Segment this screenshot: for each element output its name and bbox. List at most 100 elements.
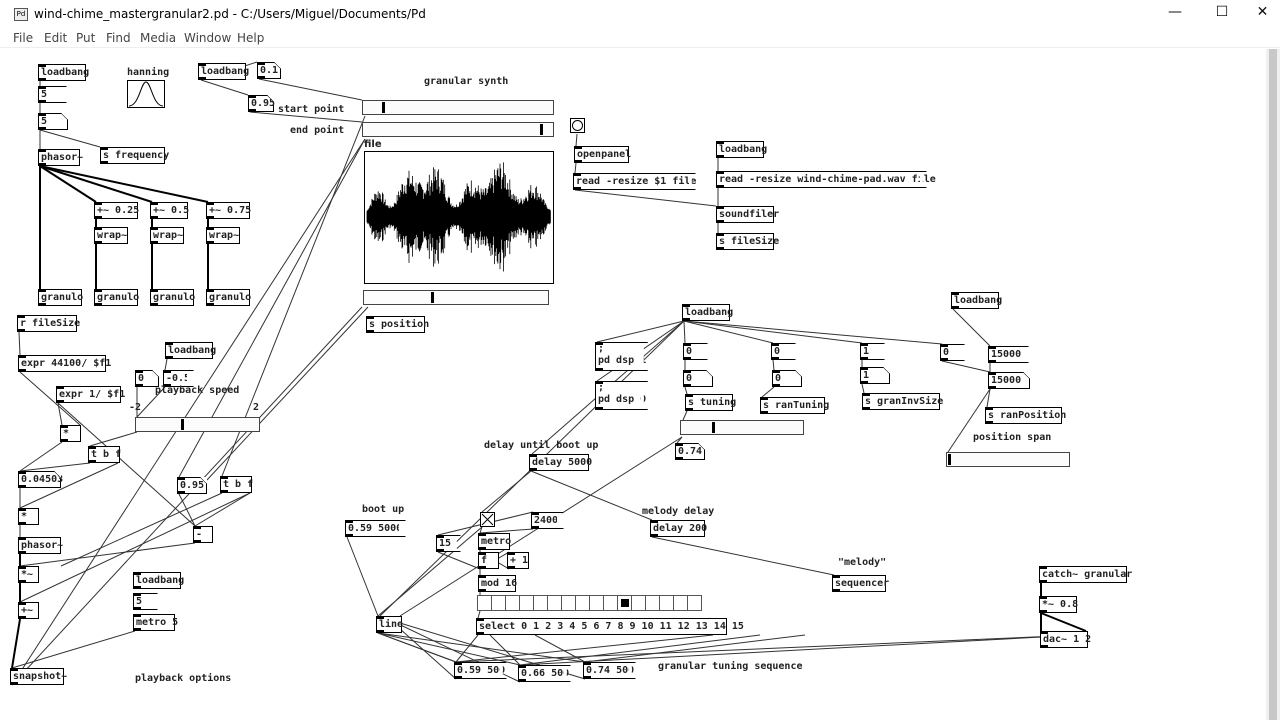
subtract-object[interactable]: - <box>193 526 213 543</box>
vertical-scrollbar[interactable] <box>1266 49 1280 720</box>
close-button[interactable]: ✕ <box>1256 4 1269 20</box>
gain-object[interactable]: *~ 0.8 <box>1039 596 1078 613</box>
radio-cell[interactable] <box>645 595 660 611</box>
number-box[interactable]: 5 <box>38 113 68 130</box>
interval-message[interactable]: 2400 <box>531 512 559 529</box>
loadbang-object[interactable]: loadbang <box>716 141 767 158</box>
hanning-array[interactable] <box>127 80 165 108</box>
boot-message[interactable]: 0.59 5000 <box>345 520 402 537</box>
menu-edit[interactable]: Edit <box>44 31 68 45</box>
radio-cell[interactable] <box>533 595 548 611</box>
radio-cell[interactable] <box>505 595 520 611</box>
radio-cell[interactable] <box>477 595 492 611</box>
menu-window[interactable]: Window <box>184 31 232 45</box>
soundfiler-object[interactable]: soundfiler <box>716 206 779 223</box>
message-box[interactable]: 1 <box>860 343 880 360</box>
message-box[interactable]: 0 <box>771 343 791 360</box>
metro-toggle[interactable] <box>480 512 495 527</box>
radio-cell[interactable] <box>575 595 590 611</box>
radio-cell[interactable] <box>561 595 576 611</box>
expr-object[interactable]: expr 44100/ $f1 <box>18 355 111 372</box>
message-box[interactable]: 0 <box>940 344 960 361</box>
radio-cell[interactable] <box>519 595 534 611</box>
wrap-object[interactable]: wrap~ <box>206 227 240 244</box>
send-tuning-object[interactable]: s tuning <box>685 394 736 411</box>
loadbang-object[interactable]: loadbang <box>198 63 249 80</box>
end-number-box[interactable]: 0.95 <box>177 477 207 494</box>
minimize-button[interactable]: — <box>1168 4 1182 20</box>
dac-object[interactable]: dac~ 1 2 <box>1040 631 1091 648</box>
float-object[interactable]: f <box>478 552 499 569</box>
radio-cell[interactable] <box>617 595 632 611</box>
loadbang-object[interactable]: loadbang <box>165 342 216 359</box>
loadbang-object[interactable]: loadbang <box>951 292 1002 309</box>
radio-cell[interactable] <box>491 595 506 611</box>
radio-cell[interactable] <box>687 595 702 611</box>
start-point-slider[interactable] <box>362 100 554 115</box>
wrap-object[interactable]: wrap~ <box>94 227 128 244</box>
start-number-box[interactable]: 0.1 <box>257 62 281 79</box>
expr-object[interactable]: expr 1/ $f1 <box>56 386 125 403</box>
position-slider[interactable] <box>363 290 549 305</box>
position-span-slider[interactable] <box>946 452 1070 467</box>
loadbang-object[interactable]: loadbang <box>133 572 184 589</box>
end-point-slider[interactable] <box>362 122 554 137</box>
send-position-object[interactable]: s position <box>366 316 429 333</box>
metro-object[interactable]: metro 5 <box>133 614 178 631</box>
send-rantuning-object[interactable]: s ranTuning <box>760 397 829 414</box>
message-box[interactable]: 0 <box>683 343 703 360</box>
number-box[interactable]: 15000 <box>988 372 1030 389</box>
speed-message[interactable]: -0.5 <box>163 370 190 387</box>
tuning-message[interactable]: 0.66 500 <box>518 665 569 682</box>
dsp-on-message[interactable]: ; pd dsp 1 <box>595 342 646 371</box>
message-box[interactable]: 15000 <box>988 346 1024 363</box>
menu-media[interactable]: Media <box>140 31 177 45</box>
radio-cell[interactable] <box>589 595 604 611</box>
number-box[interactable]: 0 <box>772 370 802 387</box>
snapshot-object[interactable]: snapshot~ <box>10 668 67 685</box>
file-waveform-array[interactable] <box>364 151 554 284</box>
dsp-off-message[interactable]: ; pd dsp 0 <box>595 381 646 410</box>
message-box[interactable]: 5 <box>133 593 153 610</box>
trigger-object[interactable]: t b f <box>88 446 121 463</box>
step-radio[interactable] <box>477 595 702 611</box>
menu-find[interactable]: Find <box>106 31 131 45</box>
wrap-object[interactable]: wrap~ <box>150 227 184 244</box>
maximize-button[interactable]: ☐ <box>1215 4 1229 20</box>
number-box[interactable]: 1 <box>860 367 890 384</box>
trigger-object[interactable]: t b f <box>220 476 253 493</box>
radio-cell[interactable] <box>603 595 618 611</box>
send-object[interactable]: s frequency <box>100 147 169 164</box>
send-filesize-object[interactable]: s fileSize <box>716 233 779 250</box>
read-message[interactable]: read -resize $1 file <box>573 173 696 190</box>
send-ranposition-object[interactable]: s ranPosition <box>985 407 1066 424</box>
end-number-box[interactable]: 0.95 <box>248 95 275 112</box>
radio-cell[interactable] <box>631 595 646 611</box>
granulo-object[interactable]: granulo <box>38 289 83 306</box>
menu-file[interactable]: File <box>13 31 34 45</box>
radio-cell[interactable] <box>673 595 688 611</box>
tuning-message[interactable]: 0.74 500 <box>583 662 634 679</box>
add-signal-object[interactable]: +~ 0.5 <box>150 202 189 219</box>
tuning-number-box[interactable]: 0.74 <box>675 443 705 460</box>
openpanel-object[interactable]: openpanel <box>574 146 631 163</box>
loadbang-object[interactable]: loadbang <box>38 64 89 81</box>
metro-object[interactable]: metro <box>478 533 511 550</box>
rate-number-box[interactable]: 0.04503 <box>18 471 63 488</box>
tuning-message[interactable]: 0.59 500 <box>454 662 505 679</box>
menu-put[interactable]: Put <box>76 31 96 45</box>
message-box[interactable]: 5 <box>38 86 62 103</box>
message-box[interactable]: 15 <box>436 535 456 552</box>
phasor-object[interactable]: phasor~ <box>18 537 63 554</box>
granulo-object[interactable]: granulo <box>206 289 251 306</box>
multiply-object[interactable]: * <box>60 425 81 442</box>
line-object[interactable]: line <box>376 616 403 633</box>
bang-button[interactable] <box>570 118 585 133</box>
select-object[interactable]: select 0 1 2 3 4 5 6 7 8 9 10 11 12 13 1… <box>476 618 744 635</box>
number-box[interactable]: 0 <box>135 370 159 387</box>
loadbang-object[interactable]: loadbang <box>682 304 733 321</box>
tuning-slider[interactable] <box>680 420 804 435</box>
read-default-message[interactable]: read -resize wind-chime-pad.wav file <box>716 171 936 188</box>
menu-help[interactable]: Help <box>237 31 265 45</box>
sequencer-object[interactable]: sequencer <box>832 575 889 592</box>
